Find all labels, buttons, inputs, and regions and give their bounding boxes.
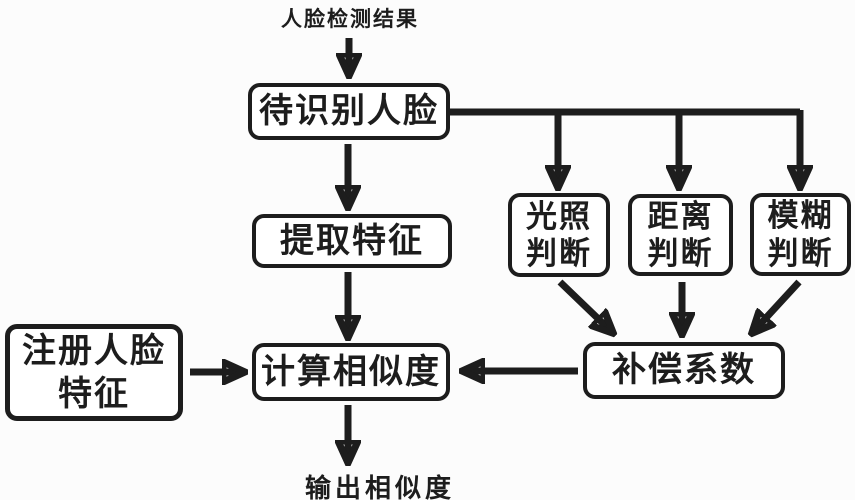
node-illumination-judgment: 光照 判断 [508, 193, 610, 277]
label-output-similarity: 输出相似度 [304, 473, 455, 500]
node-blur-judgment: 模糊 判断 [750, 193, 851, 276]
node-registered-face-features: 注册人脸 特征 [5, 324, 183, 421]
arrow-blur-to-compensation [753, 279, 802, 332]
node-extract-features: 提取特征 [252, 214, 452, 268]
node-distance-judgment: 距离 判断 [628, 194, 733, 276]
node-face-to-recognize: 待识别人脸 [248, 83, 450, 140]
node-compensation-coefficient: 补偿系数 [583, 342, 785, 399]
label-face-detection-result: 人脸检测结果 [281, 8, 419, 31]
arrow-illumination-to-compensation [557, 279, 612, 332]
node-compute-similarity: 计算相似度 [252, 343, 450, 401]
